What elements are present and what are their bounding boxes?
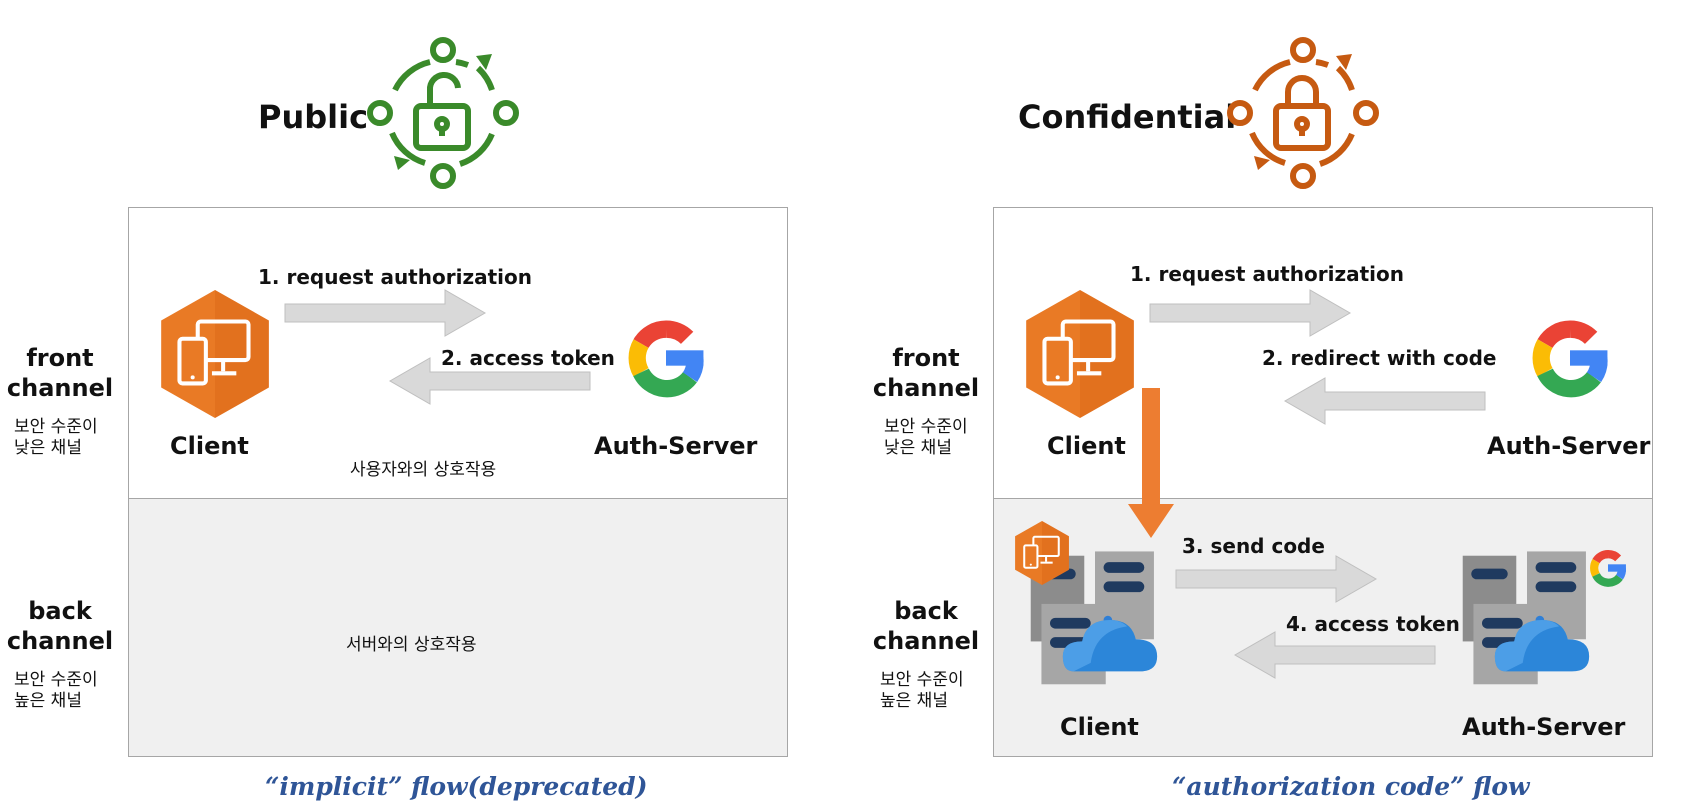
public-server-label: Auth-Server <box>594 432 758 460</box>
unlocked-padlock-cycle-icon <box>367 37 519 189</box>
public-front-note: 사용자와의 상호작용 <box>350 460 497 480</box>
confidential-server-back-label: Auth-Server <box>1462 713 1626 741</box>
confidential-redirect-arrow <box>1283 377 1486 425</box>
public-back-channel-area <box>129 498 787 756</box>
confidential-request-arrow <box>1149 289 1352 337</box>
public-front-channel-sub: 보안 수준이 낮은 채널 <box>14 417 98 458</box>
server-cloud-icon <box>1452 545 1602 695</box>
redirect-down-arrow <box>1128 388 1174 538</box>
public-request-arrow <box>284 289 487 337</box>
send-code-arrow <box>1175 555 1378 603</box>
public-back-channel-sub: 보안 수준이 높은 채널 <box>14 670 98 711</box>
back-token-arrow <box>1233 631 1436 679</box>
confidential-step3-label: 3. send code <box>1182 534 1325 558</box>
confidential-server-front-label: Auth-Server <box>1487 432 1651 460</box>
public-front-channel-label: front channel <box>6 344 114 402</box>
confidential-title: Confidential <box>1018 98 1237 136</box>
google-logo-icon <box>1522 310 1618 406</box>
public-token-arrow <box>388 357 591 405</box>
public-step1-label: 1. request authorization <box>258 265 532 289</box>
client-device-icon <box>1022 288 1138 420</box>
confidential-step4-label: 4. access token <box>1286 612 1460 636</box>
client-device-icon <box>1013 520 1071 586</box>
confidential-front-channel-sub: 보안 수준이 낮은 채널 <box>884 417 968 458</box>
public-back-channel-label: back channel <box>6 597 114 655</box>
confidential-front-channel-label: front channel <box>872 344 980 402</box>
locked-padlock-cycle-icon <box>1227 37 1379 189</box>
confidential-step2-label: 2. redirect with code <box>1262 346 1497 370</box>
public-caption: “implicit” flow(deprecated) <box>265 772 648 801</box>
public-title: Public <box>258 98 369 136</box>
confidential-client-front-label: Client <box>1047 432 1126 460</box>
confidential-client-back-label: Client <box>1060 713 1139 741</box>
confidential-caption: “authorization code” flow <box>1172 772 1530 801</box>
public-back-note: 서버와의 상호작용 <box>346 635 477 655</box>
confidential-back-channel-sub: 보안 수준이 높은 채널 <box>880 670 964 711</box>
public-client-label: Client <box>170 432 249 460</box>
confidential-back-channel-label: back channel <box>872 597 980 655</box>
public-step2-label: 2. access token <box>441 346 615 370</box>
client-device-icon <box>157 288 273 420</box>
google-logo-icon <box>1585 545 1631 591</box>
confidential-step1-label: 1. request authorization <box>1130 262 1404 286</box>
google-logo-icon <box>618 310 714 406</box>
